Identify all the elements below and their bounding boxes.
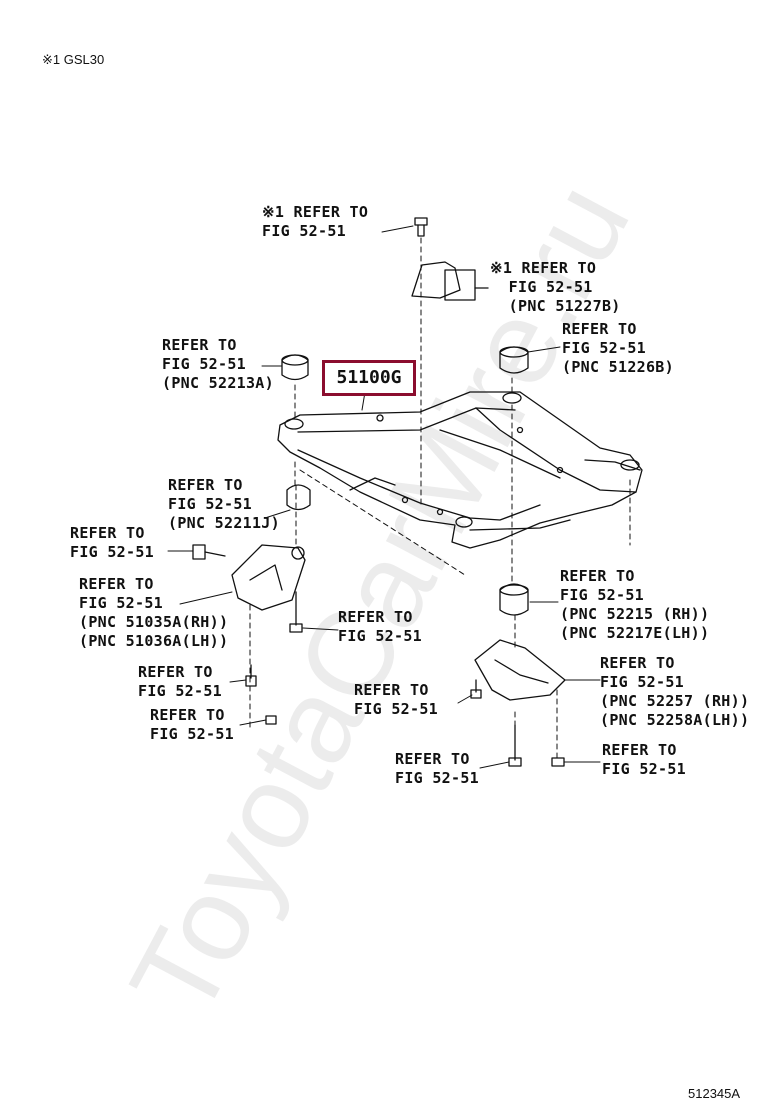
- mount-holes: [284, 392, 640, 528]
- part-number-box[interactable]: 51100G: [322, 360, 416, 396]
- figure-id: 512345A: [688, 1086, 741, 1101]
- callout-cushion-52211j: REFER TO FIG 52-51 (PNC 52211J): [168, 476, 280, 532]
- right-brace-part: [474, 639, 566, 701]
- callout-cushion-51226b: REFER TO FIG 52-51 (PNC 51226B): [562, 320, 674, 376]
- callout-bolt-long-right: REFER TO FIG 52-51: [395, 750, 479, 787]
- callout-cushion-52213a: REFER TO FIG 52-51 (PNC 52213A): [162, 336, 274, 392]
- header-note: ※1 GSL30: [42, 52, 105, 67]
- callout-cushion-52215: REFER TO FIG 52-51 (PNC 52215 (RH)) (PNC…: [560, 567, 710, 642]
- callout-bolt-left: REFER TO FIG 52-51: [70, 524, 154, 561]
- leader-lines: [167, 225, 601, 769]
- callout-bolt-right-small: REFER TO FIG 52-51: [354, 681, 438, 718]
- left-brace-part: [192, 544, 306, 611]
- callout-bolt-long-left: REFER TO FIG 52-51: [338, 608, 422, 645]
- callout-top-bolt: ※1 REFER TO FIG 52-51: [262, 203, 369, 240]
- callout-nut-right: REFER TO FIG 52-51: [602, 741, 686, 778]
- cushion-parts: [281, 346, 529, 616]
- callout-brace-51035a: REFER TO FIG 52-51 (PNC 51035A(RH)) (PNC…: [79, 575, 229, 650]
- callout-bracket-51227b: ※1 REFER TO FIG 52-51 (PNC 51227B): [490, 259, 621, 315]
- bracket-part: [411, 261, 489, 301]
- callout-nut-left: REFER TO FIG 52-51: [150, 706, 234, 743]
- front-crossmember: [277, 391, 643, 549]
- top-bolt-part: [414, 217, 428, 237]
- callout-brace-52257: REFER TO FIG 52-51 (PNC 52257 (RH)) (PNC…: [600, 654, 750, 729]
- callout-bolt-small-left: REFER TO FIG 52-51: [138, 663, 222, 700]
